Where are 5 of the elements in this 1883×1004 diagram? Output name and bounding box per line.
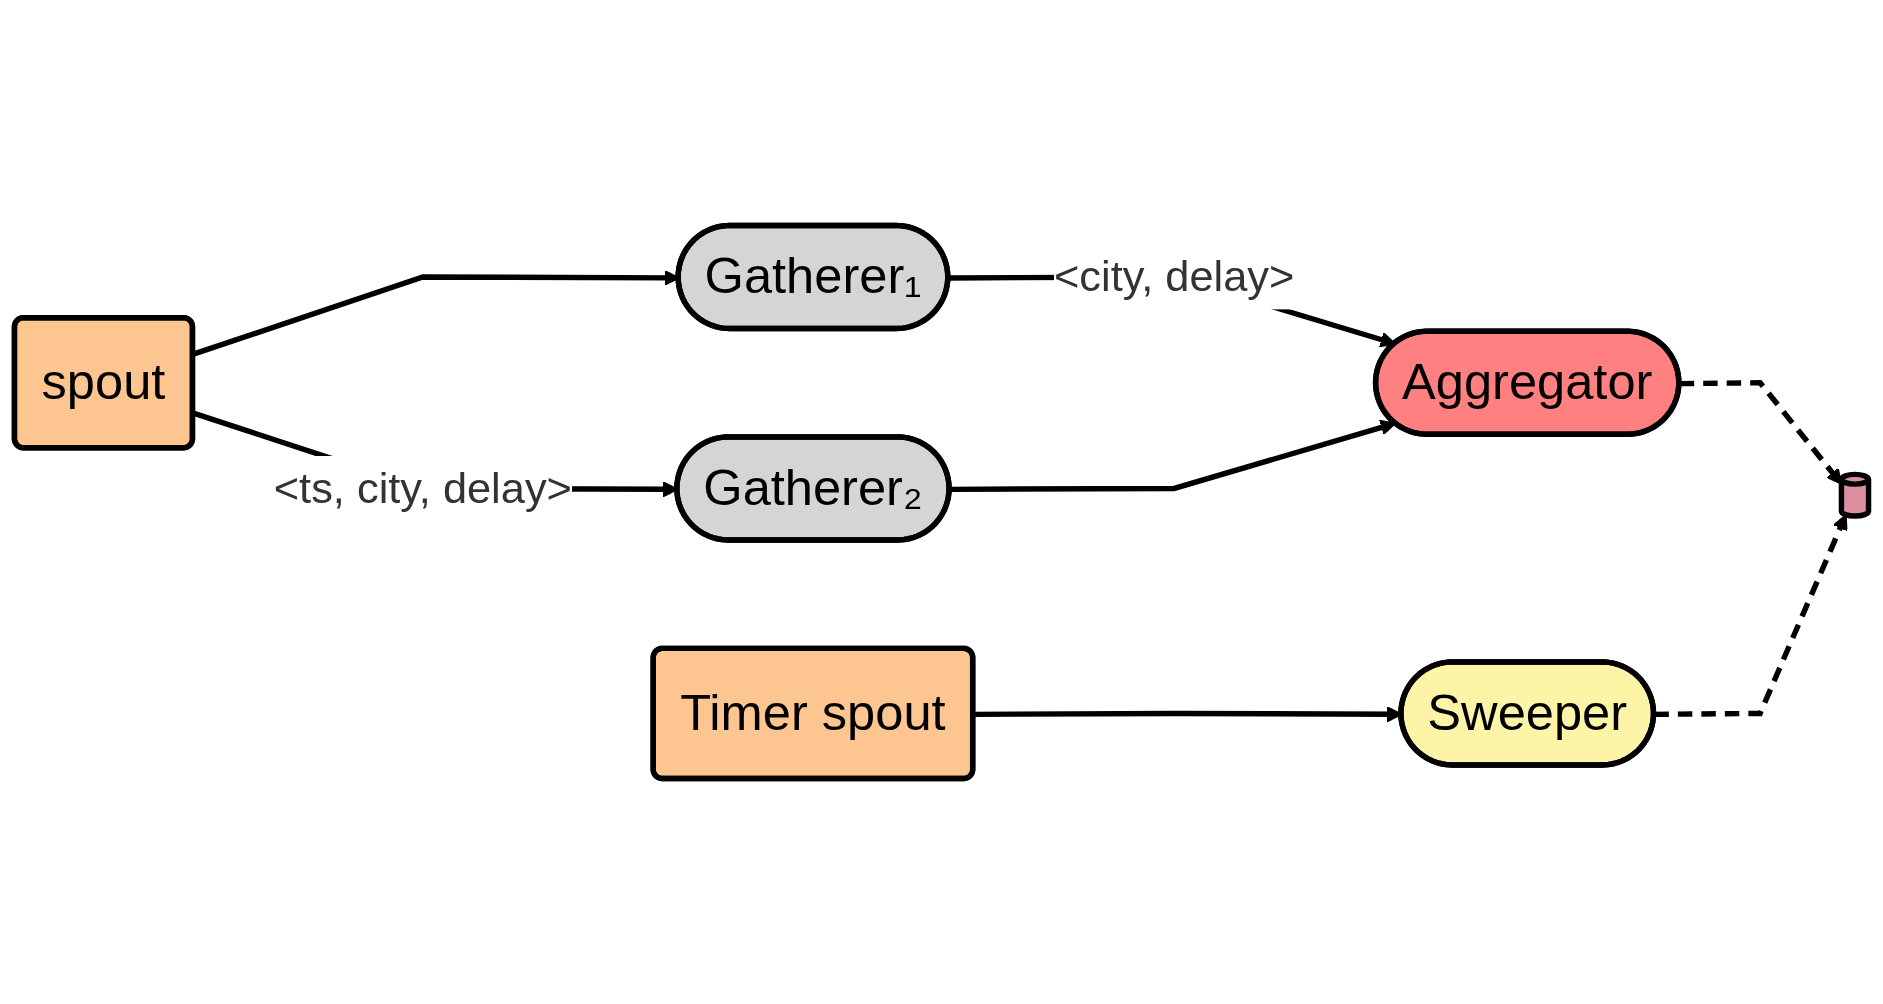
node-cylinder	[1838, 471, 1872, 519]
arrow	[1679, 380, 1843, 485]
edge-label: <city, delay>	[1054, 251, 1295, 301]
arrow	[1654, 514, 1848, 718]
edge-label: <ts, city, delay>	[273, 463, 572, 512]
